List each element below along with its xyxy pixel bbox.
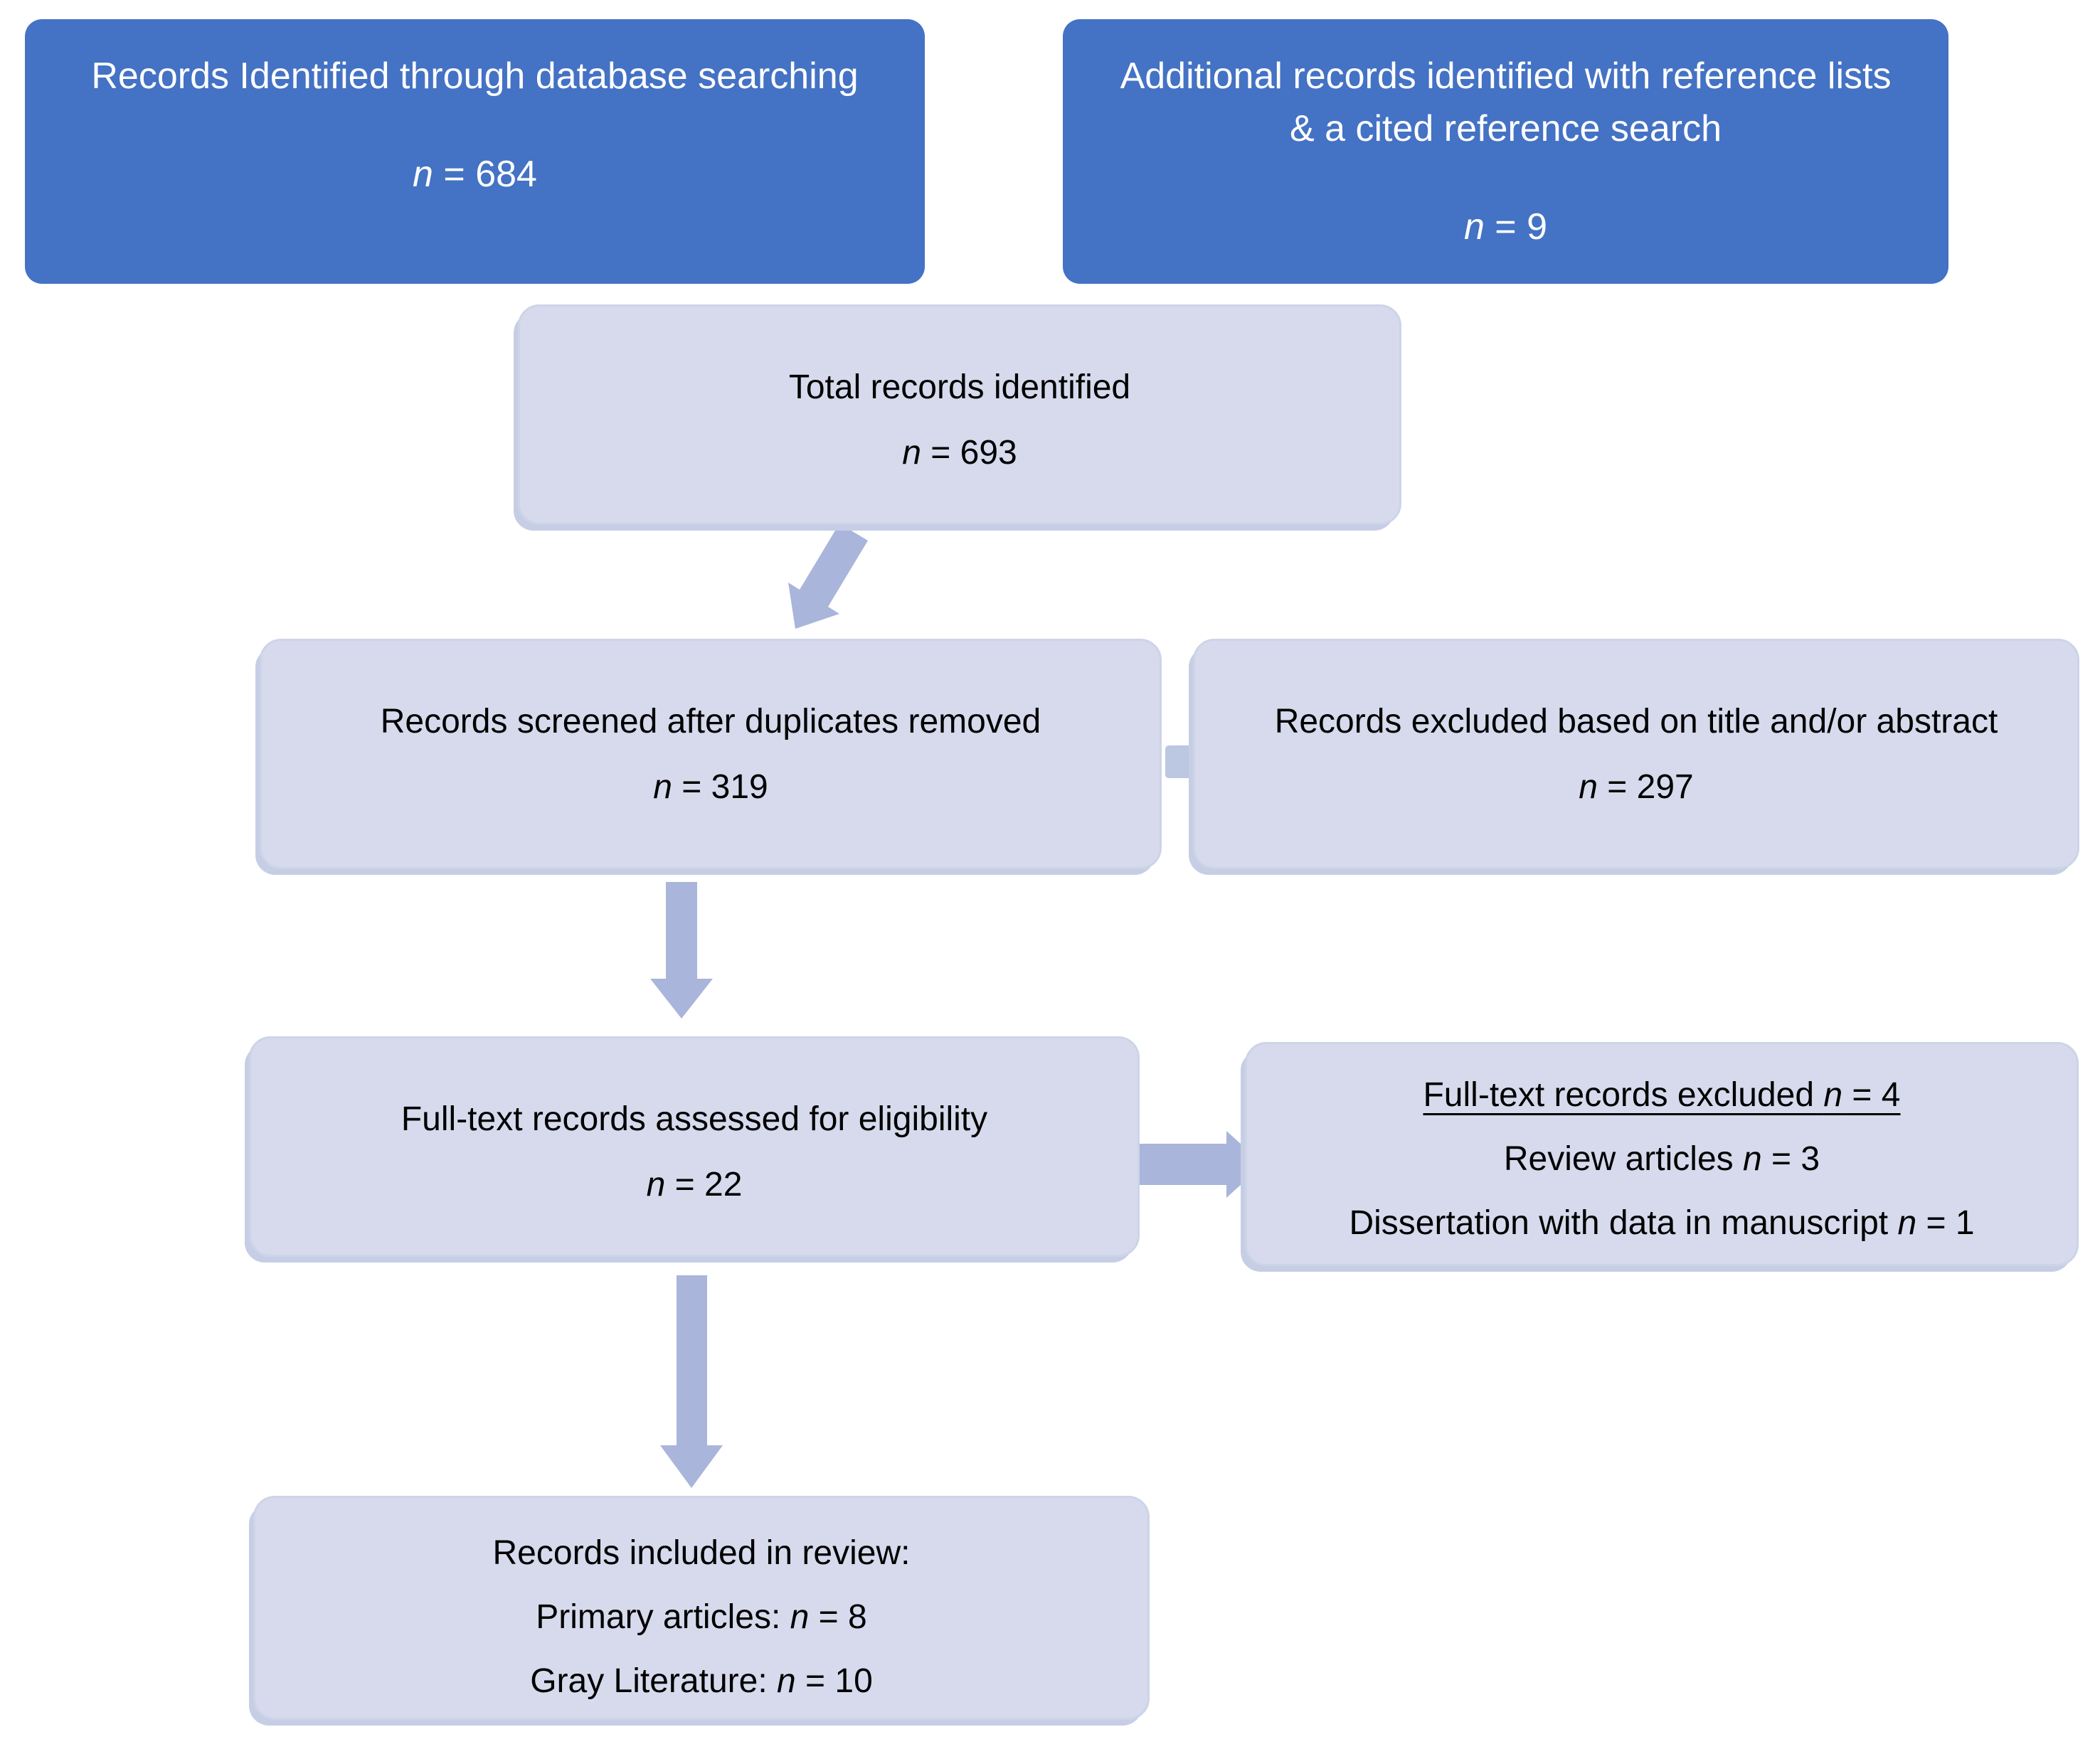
box-database-searching-title: Records Identified through database sear… — [91, 55, 859, 97]
box-reference-search: Additional records identified with refer… — [1063, 19, 1948, 284]
box-fulltext-assessed-count: n = 22 — [646, 1166, 743, 1203]
box-fulltext-excluded: Full-text records excluded n = 4 Review … — [1245, 1042, 2079, 1266]
box-total-records-count: n = 693 — [902, 434, 1017, 472]
box-records-included: Records included in review: Primary arti… — [253, 1496, 1150, 1720]
box-records-screened-count: n = 319 — [653, 768, 768, 806]
box-records-excluded-title-abstract-count: n = 297 — [1579, 768, 1694, 806]
box-records-included-heading: Records included in review: — [492, 1534, 911, 1572]
box-fulltext-assessed-title: Full-text records assessed for eligibili… — [401, 1100, 988, 1138]
box-records-included-line-primary: Primary articles: n = 8 — [536, 1598, 867, 1636]
box-records-screened: Records screened after duplicates remove… — [260, 639, 1162, 869]
arrow-screened-to-fulltext — [650, 882, 713, 1019]
box-reference-search-count: n = 9 — [1463, 206, 1548, 248]
connector-stub-screened-to-excluded — [1165, 745, 1194, 778]
box-fulltext-excluded-line-dissertation: Dissertation with data in manuscript n =… — [1349, 1204, 1975, 1242]
box-database-searching: Records Identified through database sear… — [25, 19, 925, 284]
box-total-records-title: Total records identified — [788, 368, 1131, 406]
box-fulltext-excluded-heading: Full-text records excluded n = 4 — [1423, 1076, 1901, 1114]
box-records-screened-title: Records screened after duplicates remove… — [380, 703, 1041, 740]
box-reference-search-title: Additional records identified with refer… — [1120, 55, 1892, 149]
box-records-excluded-title-abstract-title: Records excluded based on title and/or a… — [1274, 703, 1998, 740]
box-records-excluded-title-abstract: Records excluded based on title and/or a… — [1193, 639, 2079, 869]
box-database-searching-count: n = 684 — [413, 153, 537, 195]
box-records-included-line-gray: Gray Literature: n = 10 — [530, 1662, 873, 1700]
arrow-total-to-screened — [788, 523, 868, 629]
box-total-records: Total records identified n = 693 — [518, 304, 1401, 525]
box-fulltext-excluded-line-review: Review articles n = 3 — [1503, 1140, 1820, 1178]
arrow-fulltext-to-included — [660, 1275, 723, 1488]
box-fulltext-assessed: Full-text records assessed for eligibili… — [249, 1036, 1140, 1257]
